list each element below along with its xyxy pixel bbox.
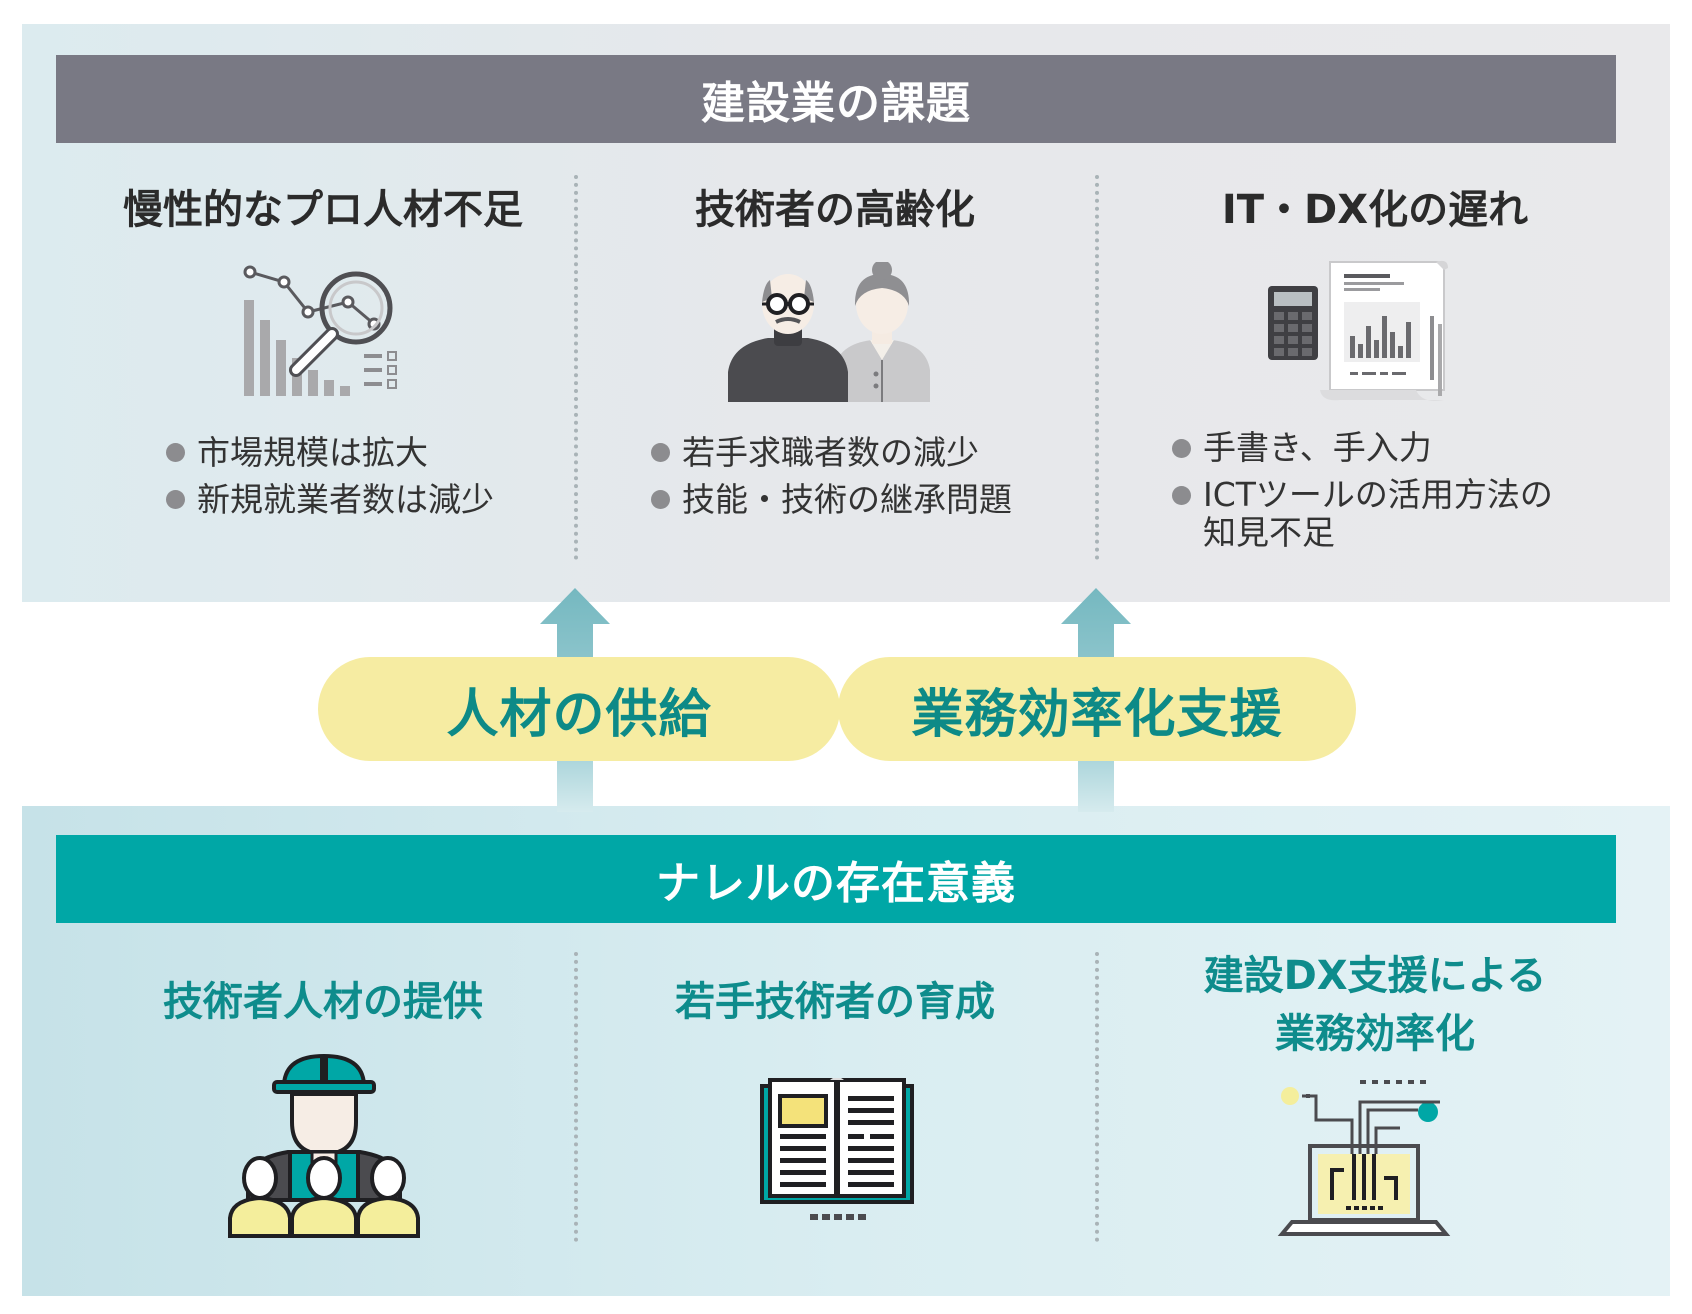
challenge-bullets-aging: 若手求職者数の減少 技能・技術の継承問題 xyxy=(651,429,1031,523)
challenge-title-aging: 技術者の高齢化 xyxy=(695,187,975,233)
challenges-header: 建設業の課題 xyxy=(56,55,1616,143)
bullet-icon xyxy=(651,443,670,462)
purpose-title-training: 若手技術者の育成 xyxy=(675,979,995,1025)
list-item: 技能・技術の継承問題 xyxy=(651,476,1031,523)
bullet-icon xyxy=(1172,486,1191,505)
purpose-title-dx-line: 建設DX支援による xyxy=(1203,953,1547,999)
purpose-title-dx: 建設DX支援による 業務効率化 xyxy=(1140,947,1610,1063)
column-divider xyxy=(574,175,578,560)
elderly-people-icon xyxy=(728,262,930,402)
list-item: 市場規模は拡大 xyxy=(166,429,526,476)
challenge-title-it-delay: IT・DX化の遅れ xyxy=(1221,187,1529,233)
purpose-header: ナレルの存在意義 xyxy=(56,835,1616,923)
worker-team-icon xyxy=(228,1053,420,1238)
challenges-header-text: 建設業の課題 xyxy=(701,78,971,129)
calculator-document-icon xyxy=(1268,260,1448,401)
pill-efficiency-support: 業務効率化支援 xyxy=(838,657,1356,761)
laptop-circuit-icon xyxy=(1277,1080,1451,1236)
column-divider xyxy=(1095,952,1099,1242)
purpose-title-talent: 技術者人材の提供 xyxy=(163,979,483,1025)
bullet-icon xyxy=(166,443,185,462)
list-item: 新規就業者数は減少 xyxy=(166,476,526,523)
challenge-bullets-talent: 市場規模は拡大 新規就業者数は減少 xyxy=(166,429,526,523)
list-item: 手書き、手入力 xyxy=(1172,429,1572,467)
pill-talent-supply: 人材の供給 xyxy=(318,657,840,761)
open-book-icon xyxy=(760,1078,914,1220)
pill-efficiency-support-text: 業務効率化支援 xyxy=(911,684,1283,745)
magnifier-chart-icon xyxy=(243,265,397,396)
list-item: 若手求職者数の減少 xyxy=(651,429,1031,476)
pill-talent-supply-text: 人材の供給 xyxy=(446,684,712,745)
column-divider xyxy=(574,952,578,1242)
bullet-icon xyxy=(651,490,670,509)
column-divider xyxy=(1095,175,1099,560)
purpose-title-dx-line: 業務効率化 xyxy=(1275,1011,1475,1057)
bullet-icon xyxy=(1172,439,1191,458)
bullet-icon xyxy=(166,490,185,509)
purpose-header-text: ナレルの存在意義 xyxy=(656,858,1016,909)
challenge-title-talent-shortage: 慢性的なプロ人材不足 xyxy=(123,187,523,233)
challenge-bullets-it: 手書き、手入力 ICTツールの活用方法の知見不足 xyxy=(1172,429,1572,552)
list-item: ICTツールの活用方法の知見不足 xyxy=(1172,476,1572,552)
